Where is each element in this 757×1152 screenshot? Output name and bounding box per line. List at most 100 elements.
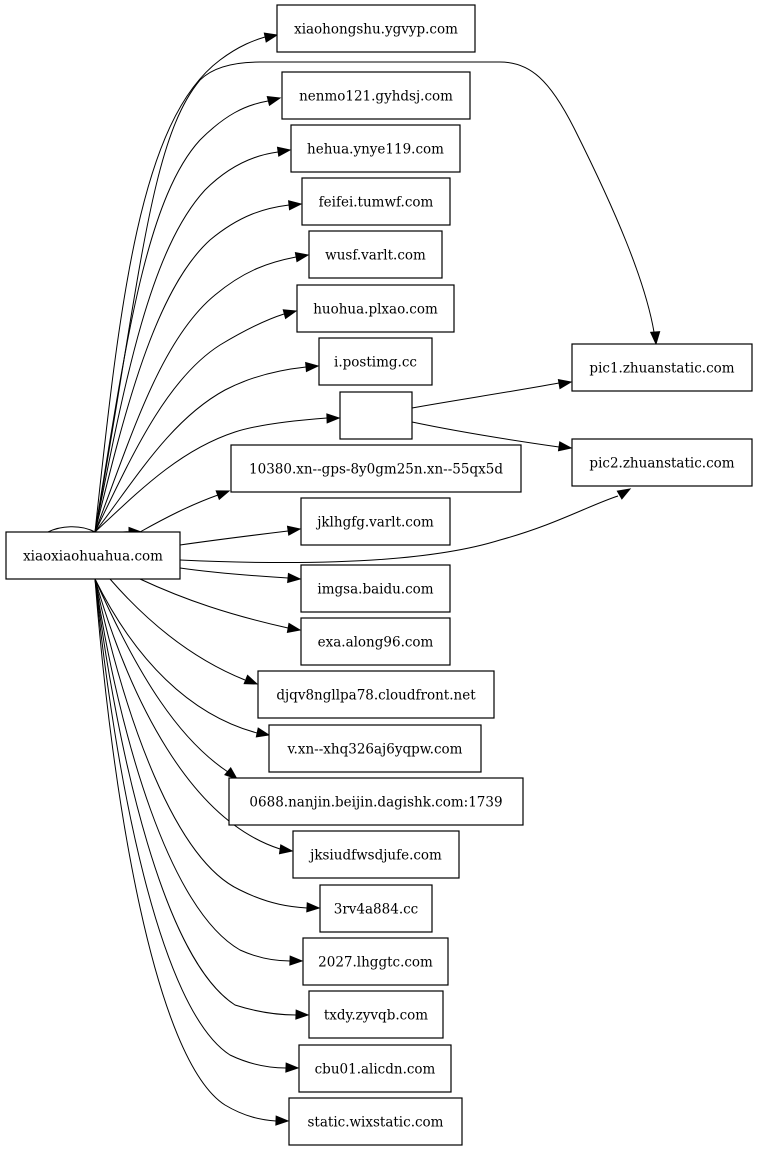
arrowhead <box>215 490 231 501</box>
edge-line <box>139 578 289 629</box>
edge-src-to-n19 <box>94 578 310 1020</box>
arrowhead <box>326 413 341 424</box>
edge-src-to-n15 <box>94 578 239 780</box>
edge-line <box>411 382 560 409</box>
arrowhead <box>306 902 321 913</box>
edge-line <box>94 578 308 909</box>
edge-line <box>179 495 619 564</box>
arrowhead <box>616 488 632 500</box>
arrowhead <box>255 727 271 738</box>
node-label: wusf.varlt.com <box>325 248 426 264</box>
edge-line <box>94 100 269 533</box>
domain-node: xiaohongshu.ygvyp.com <box>276 4 476 53</box>
edge-line <box>94 151 279 533</box>
domain-node: 10380.xn--gps-8y0gm25n.xn--55qx5d <box>230 444 522 493</box>
edge-src-to-pic1 <box>94 61 661 533</box>
node-box <box>301 177 451 226</box>
arrowhead <box>649 331 661 346</box>
node-label: jksiudfwsdjufe.com <box>308 848 442 864</box>
node-box <box>290 124 461 173</box>
edge-line <box>179 530 289 546</box>
node-label: cbu01.alicdn.com <box>315 1062 436 1078</box>
domain-node: 2027.lhggtc.com <box>302 937 449 986</box>
node-box <box>308 230 443 279</box>
edge-src-to-n6 <box>94 309 298 533</box>
edge-line <box>94 313 285 533</box>
graph-edges <box>47 32 661 1126</box>
arrowhead <box>224 766 239 780</box>
node-label: pic1.zhuanstatic.com <box>589 361 734 377</box>
node-label: 3rv4a884.cc <box>334 902 419 918</box>
domain-node: 0688.nanjin.beijin.dagishk.com:1739 <box>228 777 524 826</box>
arrowhead <box>295 1009 310 1020</box>
arrowhead <box>282 309 298 320</box>
node-box <box>292 830 460 879</box>
node-label: 0688.nanjin.beijin.dagishk.com:1739 <box>249 795 502 811</box>
node-label: xiaohongshu.ygvyp.com <box>294 22 458 38</box>
node-box <box>276 4 476 53</box>
edge-src-to-n9 <box>139 490 231 533</box>
edge-src-to-n3 <box>94 146 292 533</box>
edge-src-to-blank <box>94 413 341 533</box>
edge-line <box>94 578 229 773</box>
node-label: imgsa.baidu.com <box>317 582 433 598</box>
edge-src-to-n1 <box>94 32 279 533</box>
arrowhead <box>263 32 279 43</box>
edge-src-to-n18 <box>94 578 304 966</box>
source-node: xiaoxiaohuahua.com <box>5 531 181 580</box>
node-box <box>571 438 753 487</box>
edge-line <box>109 578 246 681</box>
node-box <box>228 777 524 826</box>
edge-src-to-n10 <box>179 525 302 546</box>
domain-node: pic2.zhuanstatic.com <box>571 438 753 487</box>
edge-line <box>94 366 307 533</box>
edge-src-to-n5 <box>94 252 310 533</box>
node-box <box>288 1097 463 1146</box>
edge-line <box>94 36 266 533</box>
arrowhead <box>266 95 282 107</box>
arrowhead <box>557 441 573 452</box>
edge-src-to-n11 <box>179 567 302 584</box>
edge-blank-to-pic1 <box>411 379 573 409</box>
edge-src-to-n12 <box>139 578 302 633</box>
arrowhead <box>276 146 292 157</box>
arrowhead <box>285 1062 300 1073</box>
node-label: huohua.plxao.com <box>313 302 438 318</box>
arrowhead <box>278 844 294 855</box>
node-label: hehua.ynye119.com <box>307 142 444 158</box>
arrowhead <box>305 361 320 373</box>
node-label: feifei.tumwf.com <box>319 195 434 211</box>
edge-line <box>94 578 287 1069</box>
edge-line <box>179 567 289 579</box>
edge-line <box>94 417 328 533</box>
node-box <box>339 391 413 440</box>
arrowhead <box>287 572 302 584</box>
node-label: i.postimg.cc <box>334 355 417 371</box>
node-box <box>298 1044 452 1093</box>
node-box <box>296 284 455 333</box>
domain-node: imgsa.baidu.com <box>300 564 451 613</box>
node-label: 10380.xn--gps-8y0gm25n.xn--55qx5d <box>249 462 503 478</box>
domain-node: jklhgfg.varlt.com <box>300 497 451 546</box>
domain-node: wusf.varlt.com <box>308 230 443 279</box>
node-box <box>230 444 522 493</box>
arrowhead <box>288 200 303 211</box>
edge-src-to-n14 <box>94 578 271 738</box>
edge-src-to-pic2 <box>179 488 632 564</box>
node-label: nenmo121.gyhdsj.com <box>299 89 453 105</box>
domain-node: hehua.ynye119.com <box>290 124 461 173</box>
node-label: exa.along96.com <box>318 635 434 651</box>
domain-node: feifei.tumwf.com <box>301 177 451 226</box>
arrowhead <box>286 525 302 536</box>
blank-node <box>339 391 413 440</box>
node-label: pic2.zhuanstatic.com <box>589 456 734 472</box>
domain-node: v.xn--xhq326aj6yqpw.com <box>268 724 482 773</box>
domain-node: jksiudfwsdjufe.com <box>292 830 460 879</box>
node-box <box>5 531 181 580</box>
node-box <box>300 564 451 613</box>
edge-src-to-n4 <box>94 200 303 533</box>
node-label: jklhgfg.varlt.com <box>315 515 434 531</box>
edge-line <box>94 578 258 734</box>
arrowhead <box>286 622 302 633</box>
